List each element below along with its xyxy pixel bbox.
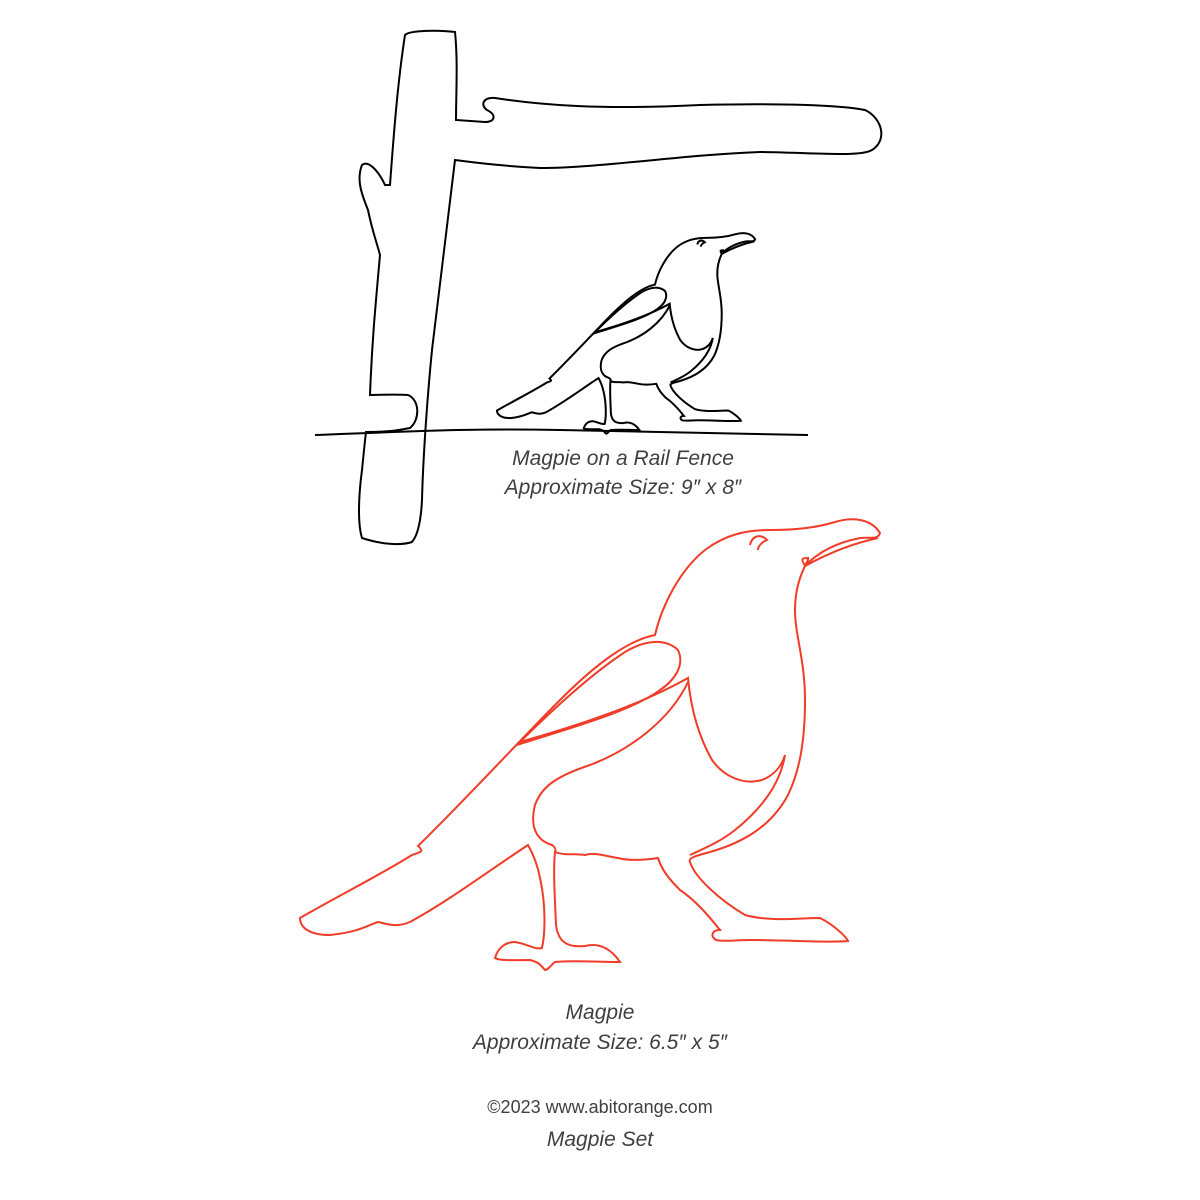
fence-illustration <box>314 29 883 546</box>
fence-post <box>358 29 883 546</box>
ground-line <box>314 428 809 436</box>
pattern-1-title: Magpie on a Rail Fence <box>512 447 734 470</box>
copyright-text: ©2023 www.abitorange.com <box>487 1097 713 1117</box>
pattern-2-size: Approximate Size: 6.5″ x 5″ <box>472 1031 728 1054</box>
small-magpie <box>495 232 757 435</box>
set-name: Magpie Set <box>546 1128 654 1151</box>
large-magpie <box>299 518 881 971</box>
pattern-2-title: Magpie <box>565 1001 635 1024</box>
pattern-1-size: Approximate Size: 9″ x 8″ <box>504 476 742 499</box>
